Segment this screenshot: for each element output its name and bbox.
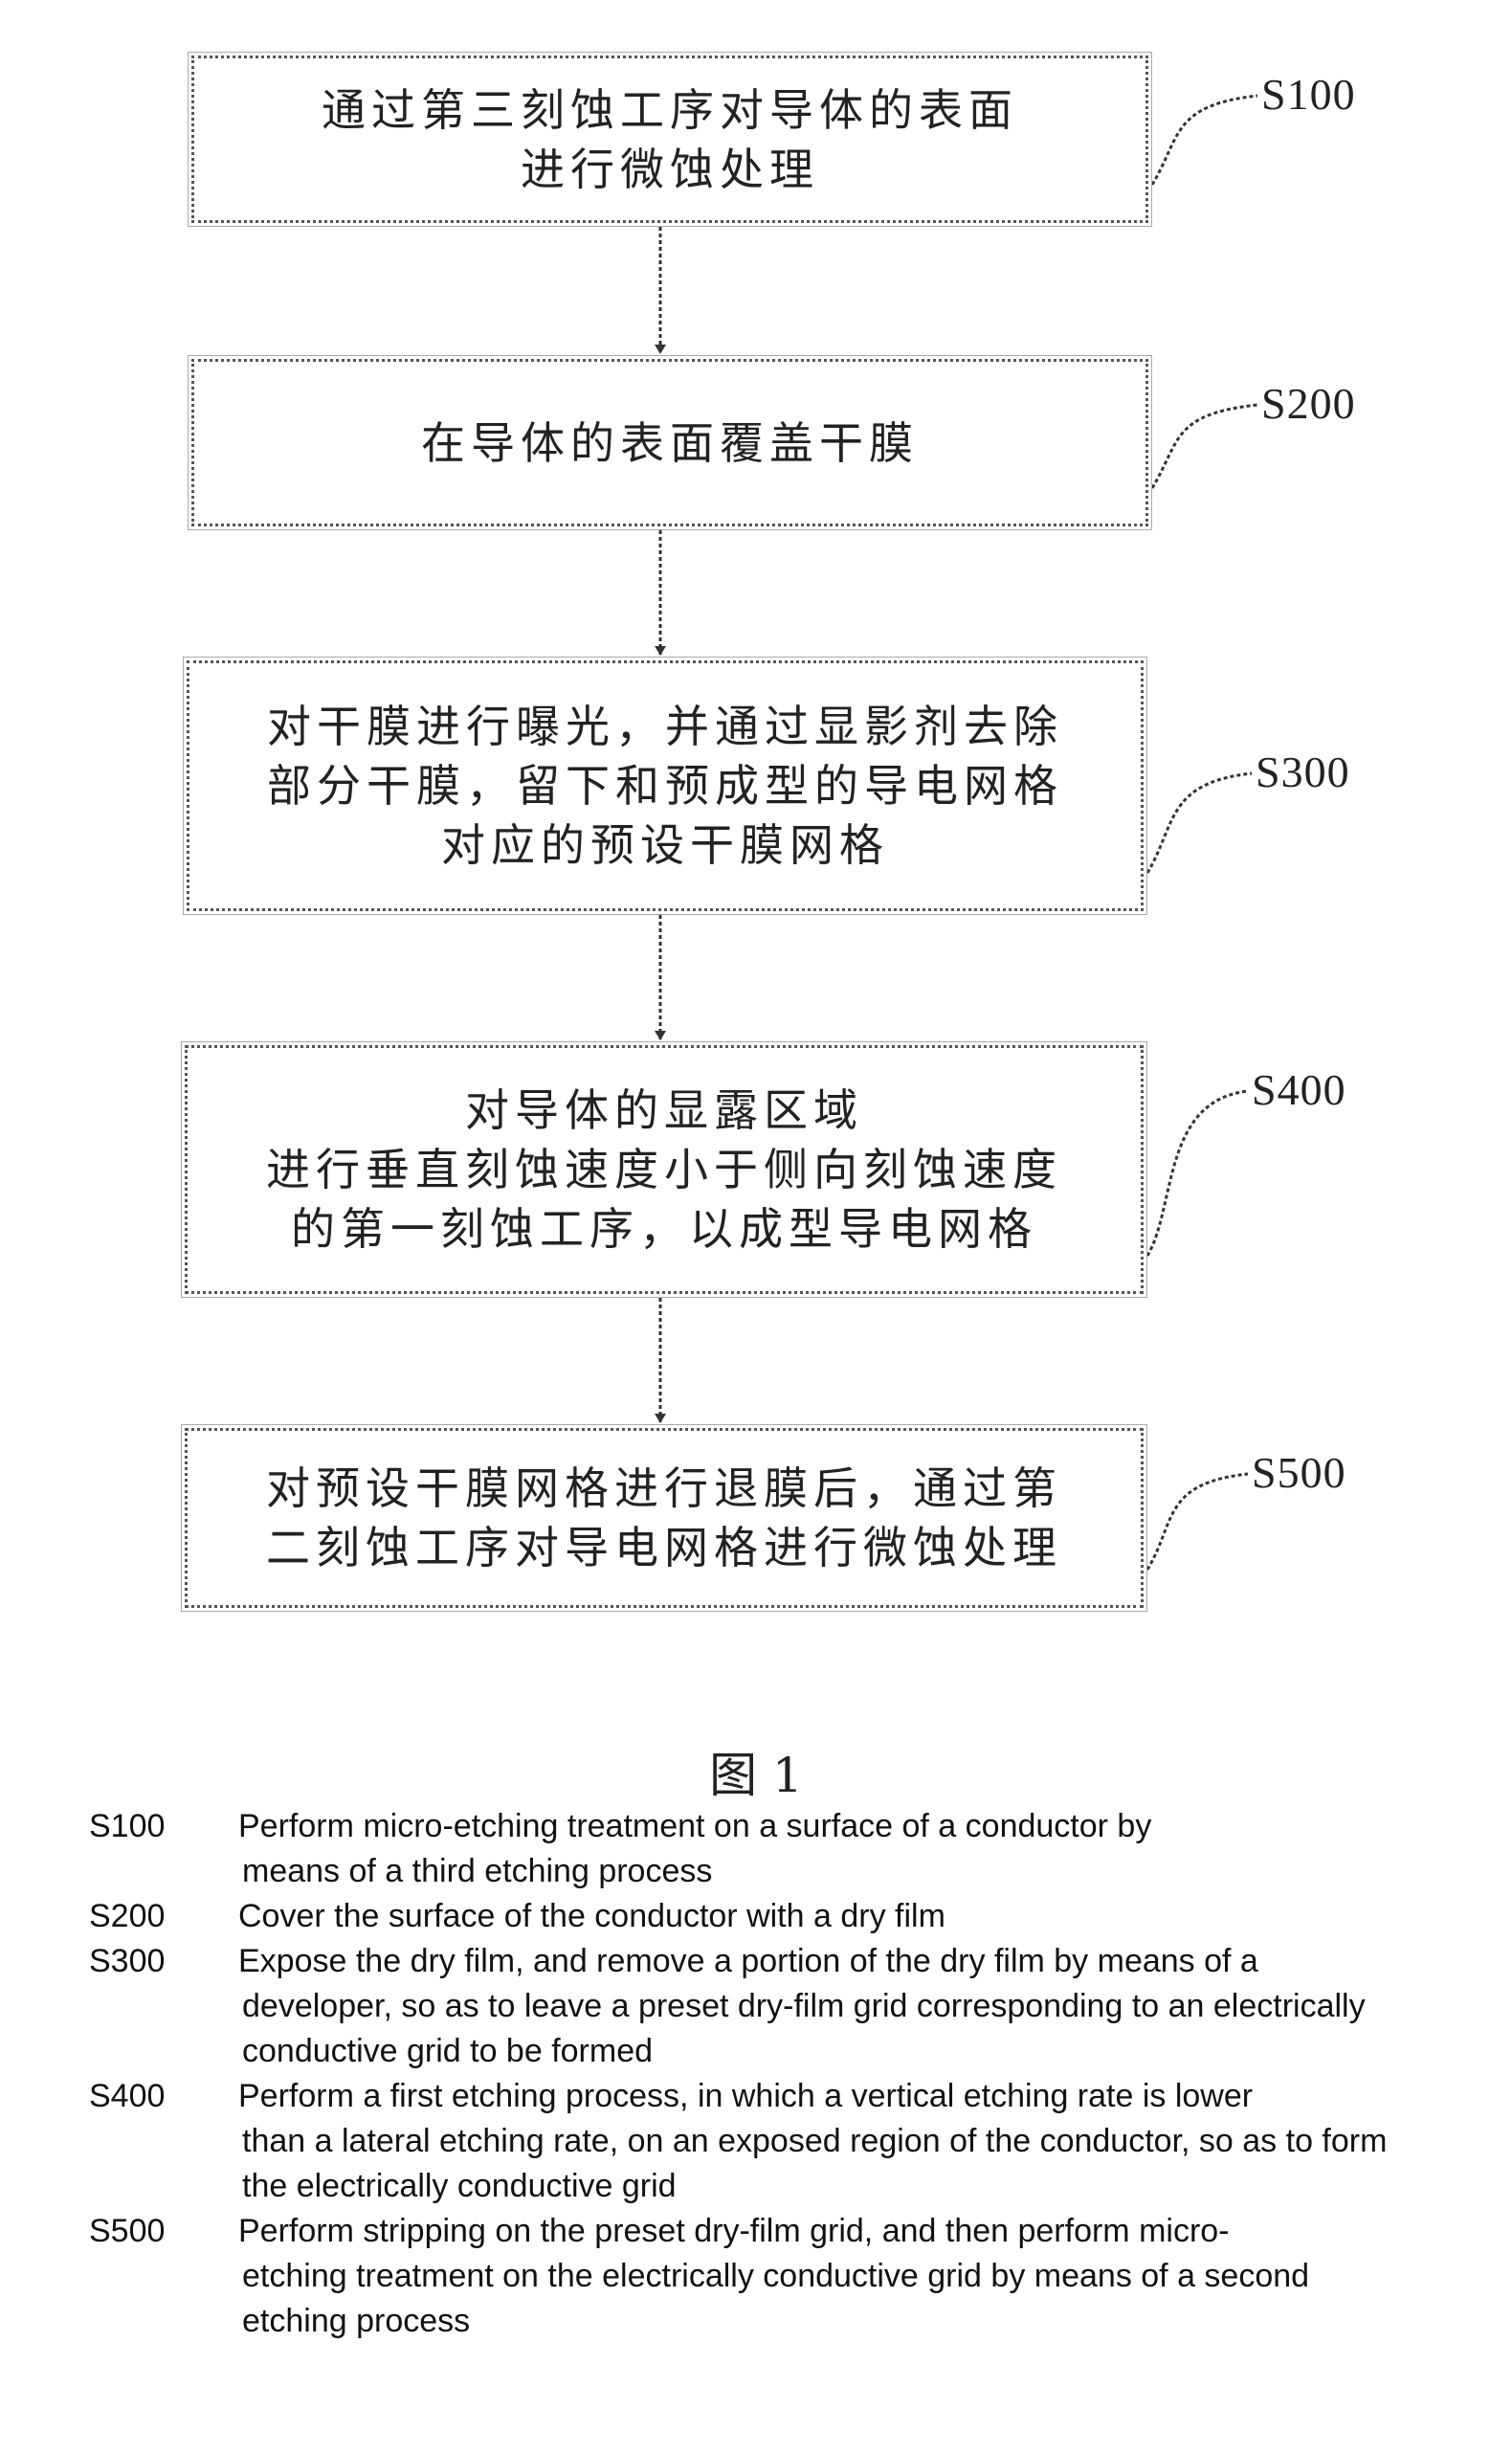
step-text-line: 对应的预设干膜网格 (441, 819, 889, 871)
step-legend: S100 Perform micro-etching treatment on … (89, 1804, 1467, 2344)
label-leader-line (1150, 403, 1258, 489)
step-label-s400: S400 (1252, 1065, 1346, 1114)
legend-text: etching treatment on the electrically co… (242, 2258, 1310, 2294)
legend-item-s200: S200 Cover the surface of the conductor … (89, 1894, 1467, 1939)
legend-text: Expose the dry film, and remove a portio… (238, 1943, 1258, 1979)
legend-item-s300: S300 Expose the dry film, and remove a p… (89, 1939, 1467, 2074)
step-text-line: 对导体的显露区域 (465, 1084, 863, 1136)
flowchart-connectors (655, 94, 1258, 1571)
step-box-s400: 对导体的显露区域 进行垂直刻蚀速度小于侧向刻蚀速度 的第一刻蚀工序，以成型导电网… (181, 1041, 1147, 1298)
legend-item-s100: S100 Perform micro-etching treatment on … (89, 1804, 1467, 1894)
legend-text: Perform stripping on the preset dry-film… (238, 2213, 1230, 2249)
legend-text: the electrically conductive grid (242, 2168, 677, 2204)
legend-text: means of a third etching process (242, 1853, 713, 1889)
step-box-s300: 对干膜进行曝光，并通过显影剂去除 部分干膜，留下和预成型的导电网格 对应的预设干… (183, 657, 1147, 915)
legend-text: developer, so as to leave a preset dry-f… (242, 1988, 1366, 2024)
step-box-s500: 对预设干膜网格进行退膜后，通过第 二刻蚀工序对导电网格进行微蚀处理 (181, 1424, 1147, 1612)
step-text-line: 进行垂直刻蚀速度小于侧向刻蚀速度 (266, 1144, 1062, 1195)
legend-item-s500: S500 Perform stripping on the preset dry… (89, 2209, 1467, 2344)
flowchart: 通过第三刻蚀工序对导体的表面 进行微蚀处理 S100 在导体的表面覆盖干膜 S2… (181, 52, 1356, 1612)
step-box-s200: 在导体的表面覆盖干膜 (188, 355, 1152, 530)
step-text-line: 对预设干膜网格进行退膜后，通过第 (266, 1462, 1062, 1514)
label-leader-line (1145, 1089, 1249, 1257)
legend-item-s400: S400 Perform a first etching process, in… (89, 2074, 1467, 2209)
legend-code: S400 (89, 2078, 166, 2114)
label-leader-line (1145, 771, 1253, 874)
step-text-line: 通过第三刻蚀工序对导体的表面 (322, 83, 1018, 136)
step-text-line: 二刻蚀工序对导电网格进行微蚀处理 (266, 1522, 1062, 1573)
legend-text: than a lateral etching rate, on an expos… (242, 2123, 1388, 2159)
label-leader-line (1145, 1472, 1249, 1571)
step-text-line: 部分干膜，留下和预成型的导电网格 (267, 760, 1063, 812)
legend-text: conductive grid to be formed (242, 2033, 654, 2069)
legend-code: S300 (89, 1943, 166, 1979)
legend-text: Perform a first etching process, in whic… (238, 2078, 1254, 2114)
step-text-line: 在导体的表面覆盖干膜 (421, 416, 919, 469)
legend-code: S200 (89, 1898, 166, 1934)
step-box-s100: 通过第三刻蚀工序对导体的表面 进行微蚀处理 (188, 52, 1152, 227)
step-label-s500: S500 (1252, 1448, 1346, 1497)
step-label-s200: S200 (1261, 379, 1356, 428)
step-text-line: 的第一刻蚀工序，以成型导电网格 (291, 1203, 1037, 1255)
step-label-s100: S100 (1261, 70, 1356, 119)
step-label-s300: S300 (1256, 747, 1350, 796)
legend-text: Perform micro-etching treatment on a sur… (238, 1808, 1152, 1844)
legend-code: S500 (89, 2213, 166, 2249)
legend-code: S100 (89, 1808, 166, 1844)
label-leader-line (1150, 94, 1258, 186)
legend-text: etching process (242, 2303, 471, 2339)
legend-text: Cover the surface of the conductor with … (238, 1898, 945, 1934)
step-text-line: 对干膜进行曝光，并通过显影剂去除 (267, 701, 1063, 752)
step-text-line: 进行微蚀处理 (521, 143, 819, 195)
figure-caption: 图 1 (709, 1748, 803, 1803)
